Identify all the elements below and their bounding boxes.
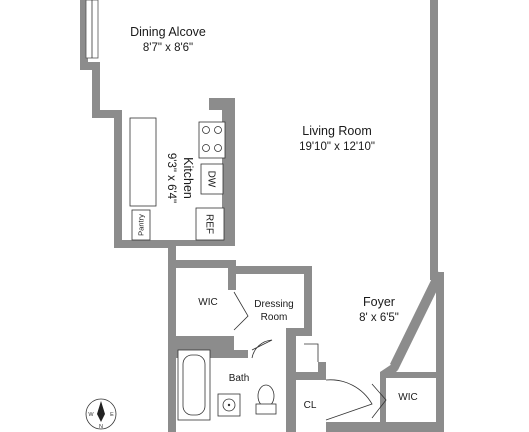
wall-left-lower <box>168 240 176 432</box>
wall-wic-right <box>380 364 398 422</box>
kitchen-dims: 9'3" x 6'4" <box>165 153 177 203</box>
pantry <box>131 209 151 241</box>
compass: N W E <box>85 398 117 430</box>
labels: Dining Alcove 8'7" x 8'6" Living Room 19… <box>130 25 418 411</box>
kitchen-counter <box>129 117 157 207</box>
closet-label: CL <box>304 400 317 411</box>
refrigerator <box>195 207 225 241</box>
dining-alcove-dims: 8'7" x 8'6" <box>143 42 193 54</box>
dishwasher-label: DW <box>206 171 217 188</box>
compass-north: N <box>99 424 103 430</box>
wall-dressing-top <box>176 260 312 300</box>
kitchen-name: Kitchen <box>181 157 195 199</box>
foyer-dims: 8' x 6'5" <box>359 312 399 324</box>
wall-wic-right-top <box>390 372 436 378</box>
pantry-label: Pantry <box>137 214 146 236</box>
dining-alcove-name: Dining Alcove <box>130 25 206 39</box>
walls <box>80 0 444 432</box>
stove <box>198 121 226 159</box>
bath-label: Bath <box>229 373 250 384</box>
living-room-dims: 19'10" x 12'10" <box>299 141 375 153</box>
kitchen-fixtures <box>129 117 226 241</box>
compass-west: W <box>88 412 94 418</box>
wall-kitchen-bottom <box>168 240 235 246</box>
compass-east: E <box>110 412 114 418</box>
refrigerator-label: REF <box>204 214 215 234</box>
bath-fixtures <box>177 349 277 421</box>
wic-right-label: WIC <box>398 392 417 403</box>
dressing-room-name-line1: Dressing <box>254 299 293 310</box>
doors <box>233 291 387 421</box>
foyer-name: Foyer <box>363 295 395 309</box>
wic-left-label: WIC <box>198 297 217 308</box>
dishwasher <box>200 163 224 195</box>
wall-wic-bottom <box>176 336 234 343</box>
wall-closet <box>286 344 326 432</box>
wall-dressing-right <box>286 300 312 344</box>
wall-foyer-bottom-left <box>326 422 372 432</box>
wall-foyer-bottom-right <box>372 422 436 432</box>
living-room-name: Living Room <box>302 124 371 138</box>
compass-needle-icon <box>97 401 105 422</box>
dressing-room-name-line2: Room <box>261 312 288 323</box>
wall-foyer-diagonal <box>390 270 444 370</box>
wall-right <box>430 0 444 432</box>
